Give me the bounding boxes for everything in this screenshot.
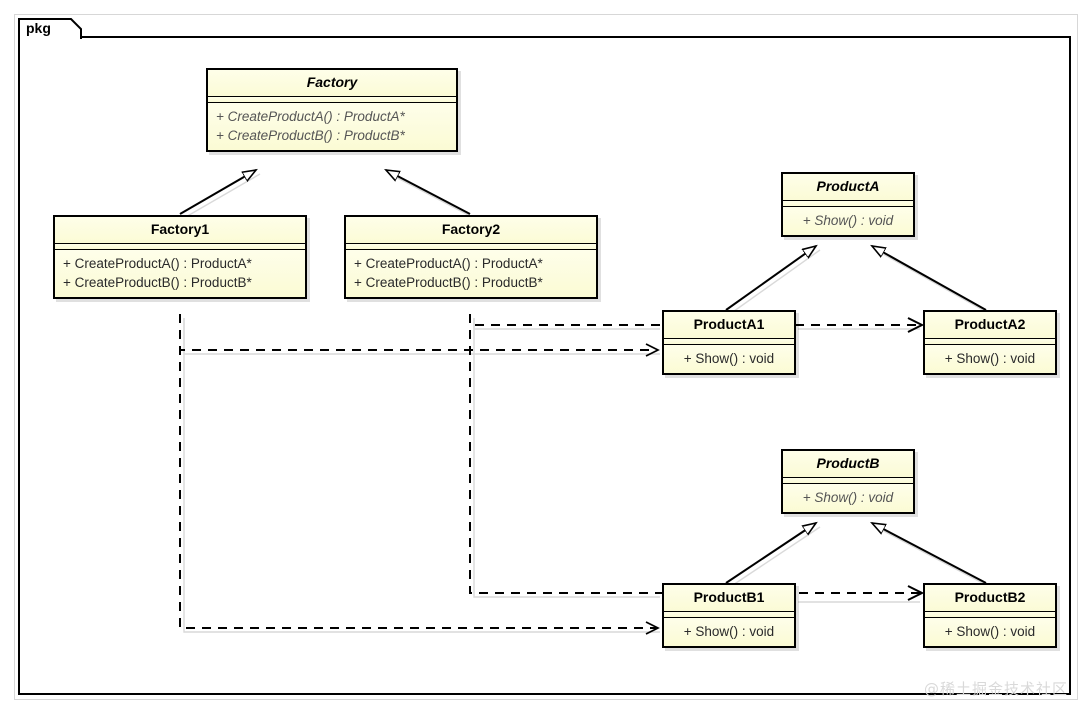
class-box-producta2[interactable]: ProductA2 + Show() : void [923, 310, 1057, 375]
class-divider [783, 200, 913, 201]
class-attribute-compartment [664, 339, 794, 344]
class-name: ProductA [783, 174, 913, 200]
class-name: ProductB [783, 451, 913, 477]
class-operations: + Show() : void [783, 484, 913, 512]
class-operations: + CreateProductA() : ProductA* + CreateP… [55, 250, 305, 297]
class-attribute-compartment [346, 244, 596, 249]
class-divider [925, 611, 1055, 612]
operation: + CreateProductA() : ProductA* [216, 109, 405, 124]
operation: + Show() : void [683, 351, 775, 366]
page-frame [14, 14, 1078, 700]
class-operations: + CreateProductA() : ProductA* + CreateP… [346, 250, 596, 297]
class-divider [208, 96, 456, 97]
class-name: ProductB1 [664, 585, 794, 611]
dependency-factory1-productB1 [179, 314, 660, 635]
class-divider [783, 477, 913, 478]
class-name: Factory [208, 70, 456, 96]
class-operations: + Show() : void [664, 345, 794, 373]
class-divider [925, 344, 1055, 345]
watermark: @稀土掘金技术社区 [923, 680, 1068, 698]
class-attribute-compartment [783, 201, 913, 206]
class-attribute-compartment [208, 97, 456, 102]
class-box-producta1[interactable]: ProductA1 + Show() : void [662, 310, 796, 375]
class-divider [55, 249, 305, 250]
generalization-productB2-productB [872, 523, 987, 584]
class-name: ProductA2 [925, 312, 1055, 338]
class-divider [664, 338, 794, 339]
class-box-factory1[interactable]: Factory1 + CreateProductA() : ProductA* … [53, 215, 307, 299]
class-divider [208, 102, 456, 103]
class-divider [925, 617, 1055, 618]
class-operations: + Show() : void [925, 618, 1055, 646]
class-box-productb[interactable]: ProductB + Show() : void [781, 449, 915, 514]
package-tab [18, 18, 82, 39]
class-name: Factory2 [346, 217, 596, 243]
class-divider [55, 243, 305, 244]
dependency-factory2-productB2 [469, 314, 1057, 594]
generalization-productA2-productA [872, 246, 987, 311]
class-divider [664, 344, 794, 345]
class-operations: + Show() : void [925, 345, 1055, 373]
generalization-factory1-factory [179, 170, 256, 215]
class-divider [346, 243, 596, 244]
generalization-productA1-productA [725, 246, 816, 311]
class-attribute-compartment [925, 612, 1055, 617]
operation: + CreateProductB() : ProductB* [354, 275, 543, 290]
class-attribute-compartment [783, 478, 913, 483]
class-attribute-compartment [925, 339, 1055, 344]
class-attribute-compartment [664, 612, 794, 617]
operation: + CreateProductB() : ProductB* [216, 128, 405, 143]
arrowhead-productA2 [907, 317, 925, 333]
package-label: pkg [26, 20, 51, 36]
arrowhead-productB2 [907, 585, 925, 601]
class-operations: + CreateProductA() : ProductA* + CreateP… [208, 103, 456, 150]
class-divider [783, 206, 913, 207]
class-box-productb1[interactable]: ProductB1 + Show() : void [662, 583, 796, 648]
class-name: Factory1 [55, 217, 305, 243]
class-box-factory[interactable]: Factory + CreateProductA() : ProductA* +… [206, 68, 458, 152]
operation: + Show() : void [683, 624, 775, 639]
class-box-producta[interactable]: ProductA + Show() : void [781, 172, 915, 237]
class-operations: + Show() : void [783, 207, 913, 235]
class-name: ProductB2 [925, 585, 1055, 611]
operation: + Show() : void [802, 490, 894, 505]
operation: + Show() : void [944, 351, 1036, 366]
class-box-factory2[interactable]: Factory2 + CreateProductA() : ProductA* … [344, 215, 598, 299]
operation: + Show() : void [944, 624, 1036, 639]
class-box-productb2[interactable]: ProductB2 + Show() : void [923, 583, 1057, 648]
class-attribute-compartment [55, 244, 305, 249]
operation: + Show() : void [802, 213, 894, 228]
operation: + CreateProductA() : ProductA* [63, 256, 252, 271]
class-divider [664, 617, 794, 618]
class-divider [346, 249, 596, 250]
class-name: ProductA1 [664, 312, 794, 338]
class-divider [925, 338, 1055, 339]
operation: + CreateProductA() : ProductA* [354, 256, 543, 271]
generalization-factory2-factory [386, 170, 471, 215]
generalization-productB1-productB [725, 523, 816, 584]
operation: + CreateProductB() : ProductB* [63, 275, 252, 290]
package-body [18, 36, 1071, 695]
class-divider [664, 611, 794, 612]
dependency-factory1-productA1 [179, 314, 660, 357]
class-divider [783, 483, 913, 484]
class-operations: + Show() : void [664, 618, 794, 646]
